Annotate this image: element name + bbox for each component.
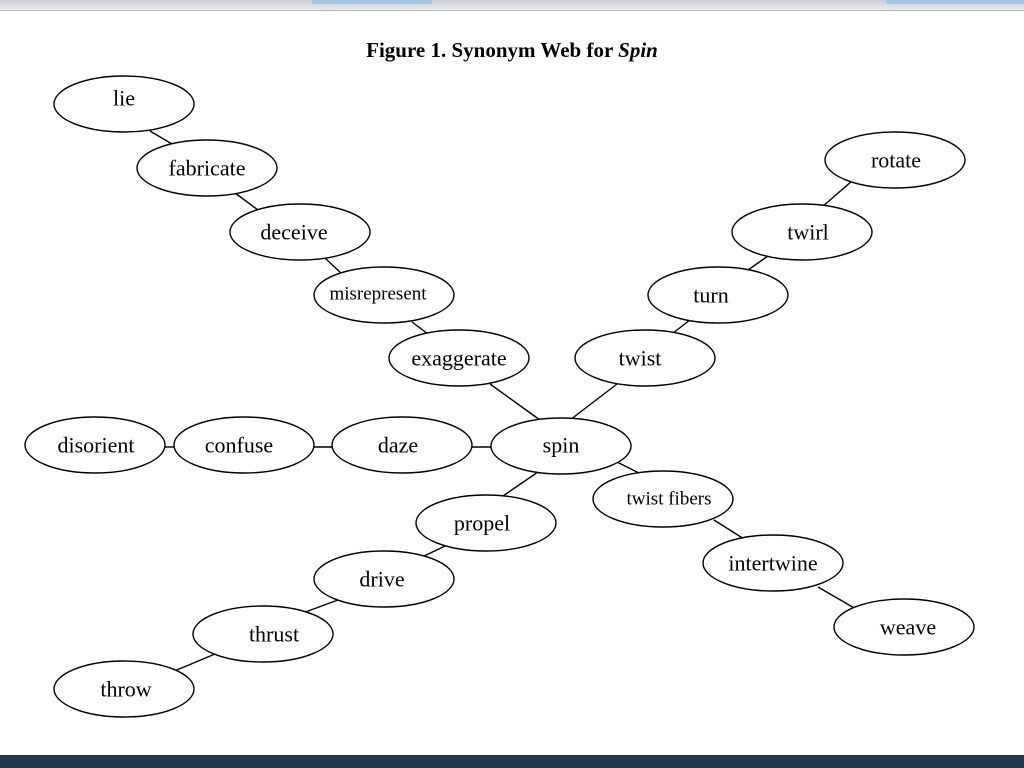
nodes (24, 75, 975, 718)
node-spin (490, 417, 632, 475)
node-propel (415, 494, 557, 552)
node-label-deceive: deceive (260, 220, 327, 245)
node-twist-fibers (592, 470, 734, 528)
node-thrust (192, 605, 334, 663)
node-label-spin: spin (543, 433, 580, 458)
node-drive (313, 550, 455, 608)
edge-twist-fibers-intertwine (713, 519, 745, 540)
node-label-twist: twist (619, 346, 662, 371)
edge-deceive-misrepresent (324, 257, 344, 276)
figure-title-emphasis: Spin (618, 38, 658, 62)
edge-twist-turn (672, 319, 691, 334)
edge-exaggerate-spin (489, 383, 541, 421)
node-label-disorient: disorient (58, 433, 135, 458)
node-label-drive: drive (359, 567, 404, 592)
node-label-thrust: thrust (249, 622, 299, 647)
edges (149, 130, 857, 673)
top-tab-left (312, 0, 432, 4)
node-intertwine (702, 534, 844, 592)
edge-misrepresent-exaggerate (411, 321, 429, 335)
node-label-fabricate: fabricate (169, 156, 246, 181)
node-twirl (731, 203, 873, 261)
figure-title: Figure 1. Synonym Web for Spin (0, 38, 1024, 63)
node-label-confuse: confuse (205, 433, 273, 458)
node-label-weave: weave (880, 615, 936, 640)
node-misrepresent (313, 266, 455, 324)
edge-intertwine-weave (817, 586, 857, 610)
node-turn (647, 266, 789, 324)
node-label-exaggerate: exaggerate (411, 346, 506, 371)
node-twist (574, 329, 716, 387)
node-label-lie: lie (113, 86, 135, 111)
edge-spin-twist-fibers (614, 460, 642, 475)
node-label-rotate: rotate (871, 148, 921, 173)
node-exaggerate (388, 329, 530, 387)
node-label-daze: daze (378, 433, 418, 458)
node-disorient (24, 416, 166, 474)
node-lie (53, 75, 195, 133)
node-label-misrepresent: misrepresent (329, 284, 427, 305)
window-bottom-bar (0, 755, 1024, 768)
window-top-strip (0, 0, 1024, 11)
node-label-turn: turn (693, 283, 728, 308)
top-tab-right (886, 0, 1024, 4)
node-label-throw: throw (100, 677, 151, 702)
edge-turn-twirl (747, 255, 769, 271)
node-label-intertwine: intertwine (728, 551, 817, 576)
edge-lie-fabricate (149, 130, 173, 145)
node-daze (331, 416, 473, 474)
node-deceive (229, 203, 371, 261)
node-label-propel: propel (454, 511, 510, 536)
node-labels: lie fabricate deceive misrepresent exagg… (58, 86, 937, 702)
node-fabricate (136, 139, 278, 197)
node-label-twist-fibers: twist fibers (627, 489, 712, 510)
node-label-twirl: twirl (787, 220, 829, 245)
edge-spin-twist (569, 383, 618, 421)
edge-fabricate-deceive (234, 192, 259, 211)
node-weave (833, 598, 975, 656)
edge-thrust-throw (171, 653, 216, 673)
node-rotate (824, 131, 966, 189)
node-throw (53, 660, 195, 718)
node-confuse (173, 416, 315, 474)
edge-spin-propel (499, 471, 539, 499)
edge-twirl-rotate (821, 180, 853, 208)
figure-title-prefix: Figure 1. Synonym Web for (366, 38, 619, 62)
